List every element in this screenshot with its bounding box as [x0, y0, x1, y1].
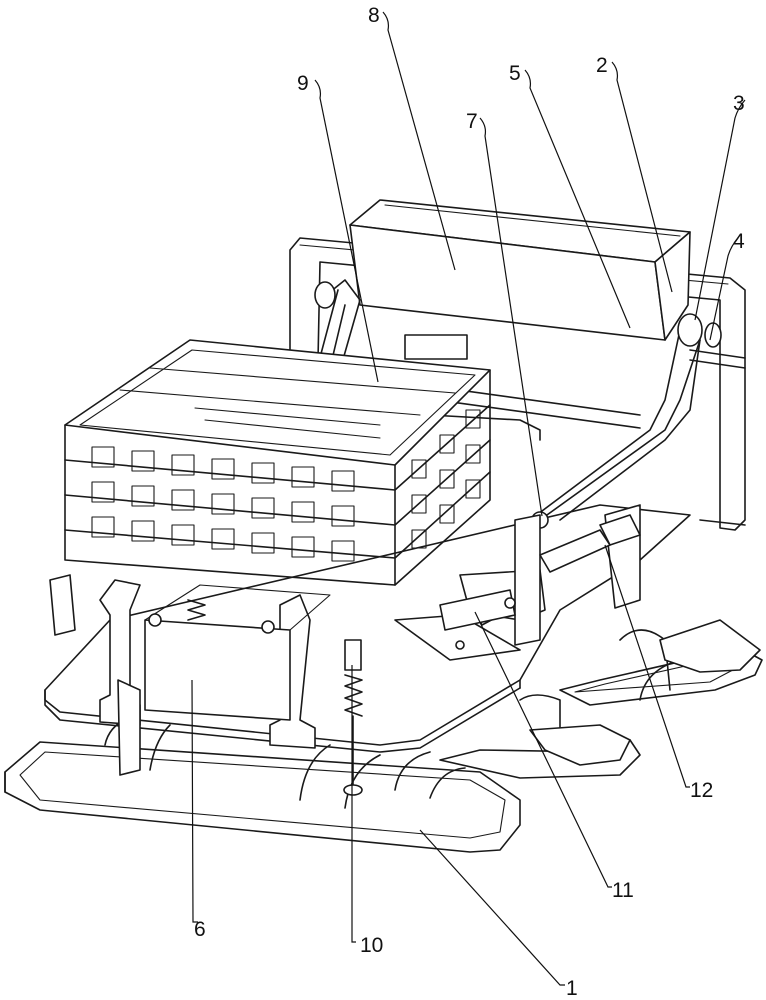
- hopper: [349, 199, 691, 341]
- callout-3: 3: [733, 92, 745, 115]
- basket-crate: [64, 339, 491, 586]
- actuators: [439, 514, 641, 650]
- callout-12: 12: [690, 779, 713, 802]
- callout-2: 2: [596, 54, 608, 77]
- callout-1: 1: [566, 977, 578, 1000]
- callout-6: 6: [194, 918, 206, 941]
- support-feet: [104, 619, 761, 809]
- spring-assemblies: [187, 599, 498, 796]
- callout-7: 7: [466, 110, 478, 133]
- inner-cart: [144, 584, 331, 721]
- callout-10: 10: [360, 934, 383, 957]
- callout-5: 5: [509, 62, 521, 85]
- callout-4: 4: [733, 230, 745, 253]
- callout-8: 8: [368, 4, 380, 27]
- callout-labels: 8 9 5 2 3 7 4 6 10 11 12 1: [194, 4, 745, 1000]
- callout-11: 11: [612, 879, 634, 902]
- leader-lines: [191, 11, 746, 986]
- callout-9: 9: [297, 72, 309, 95]
